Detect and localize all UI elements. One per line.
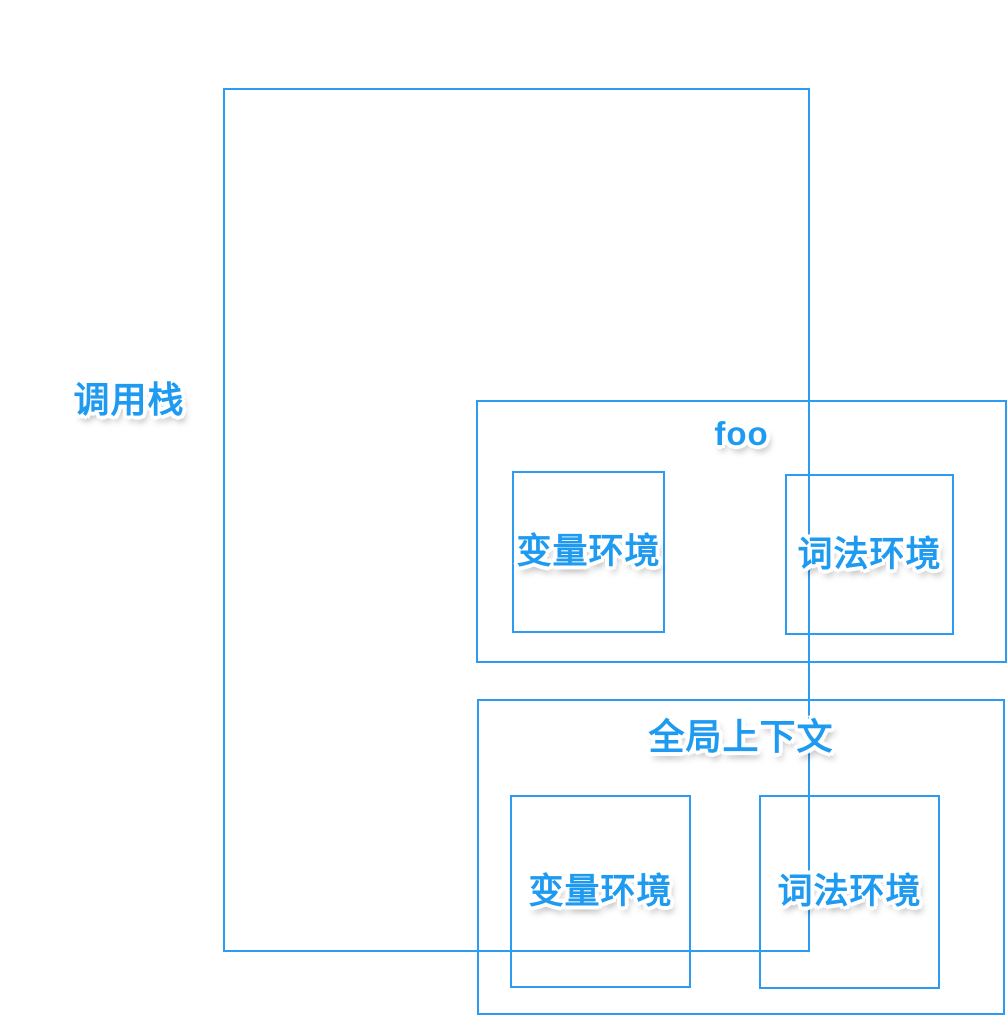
global-lexical-env-label: 词法环境: [777, 872, 922, 911]
global-variable-env-label: 变量环境: [528, 871, 673, 911]
global-lexical-env-box: 词法环境: [759, 795, 940, 989]
foo-lexical-env-label: 词法环境: [797, 534, 942, 574]
call-stack-box: foo 变量环境 词法环境 全局上下文 变量环境 词法环境: [223, 88, 1007, 1015]
global-variable-env-box: 变量环境: [510, 795, 691, 988]
foo-lexical-env-box: 词法环境: [785, 474, 954, 635]
foo-frame-title: foo: [714, 415, 769, 452]
foo-frame-box: foo 变量环境 词法环境: [476, 400, 1007, 663]
foo-variable-env-label: 变量环境: [516, 532, 661, 571]
global-context-box: 全局上下文 变量环境 词法环境: [477, 699, 1005, 1015]
global-context-title: 全局上下文: [648, 716, 834, 757]
foo-variable-env-box: 变量环境: [512, 471, 665, 633]
call-stack-label: 调用栈: [73, 379, 185, 420]
